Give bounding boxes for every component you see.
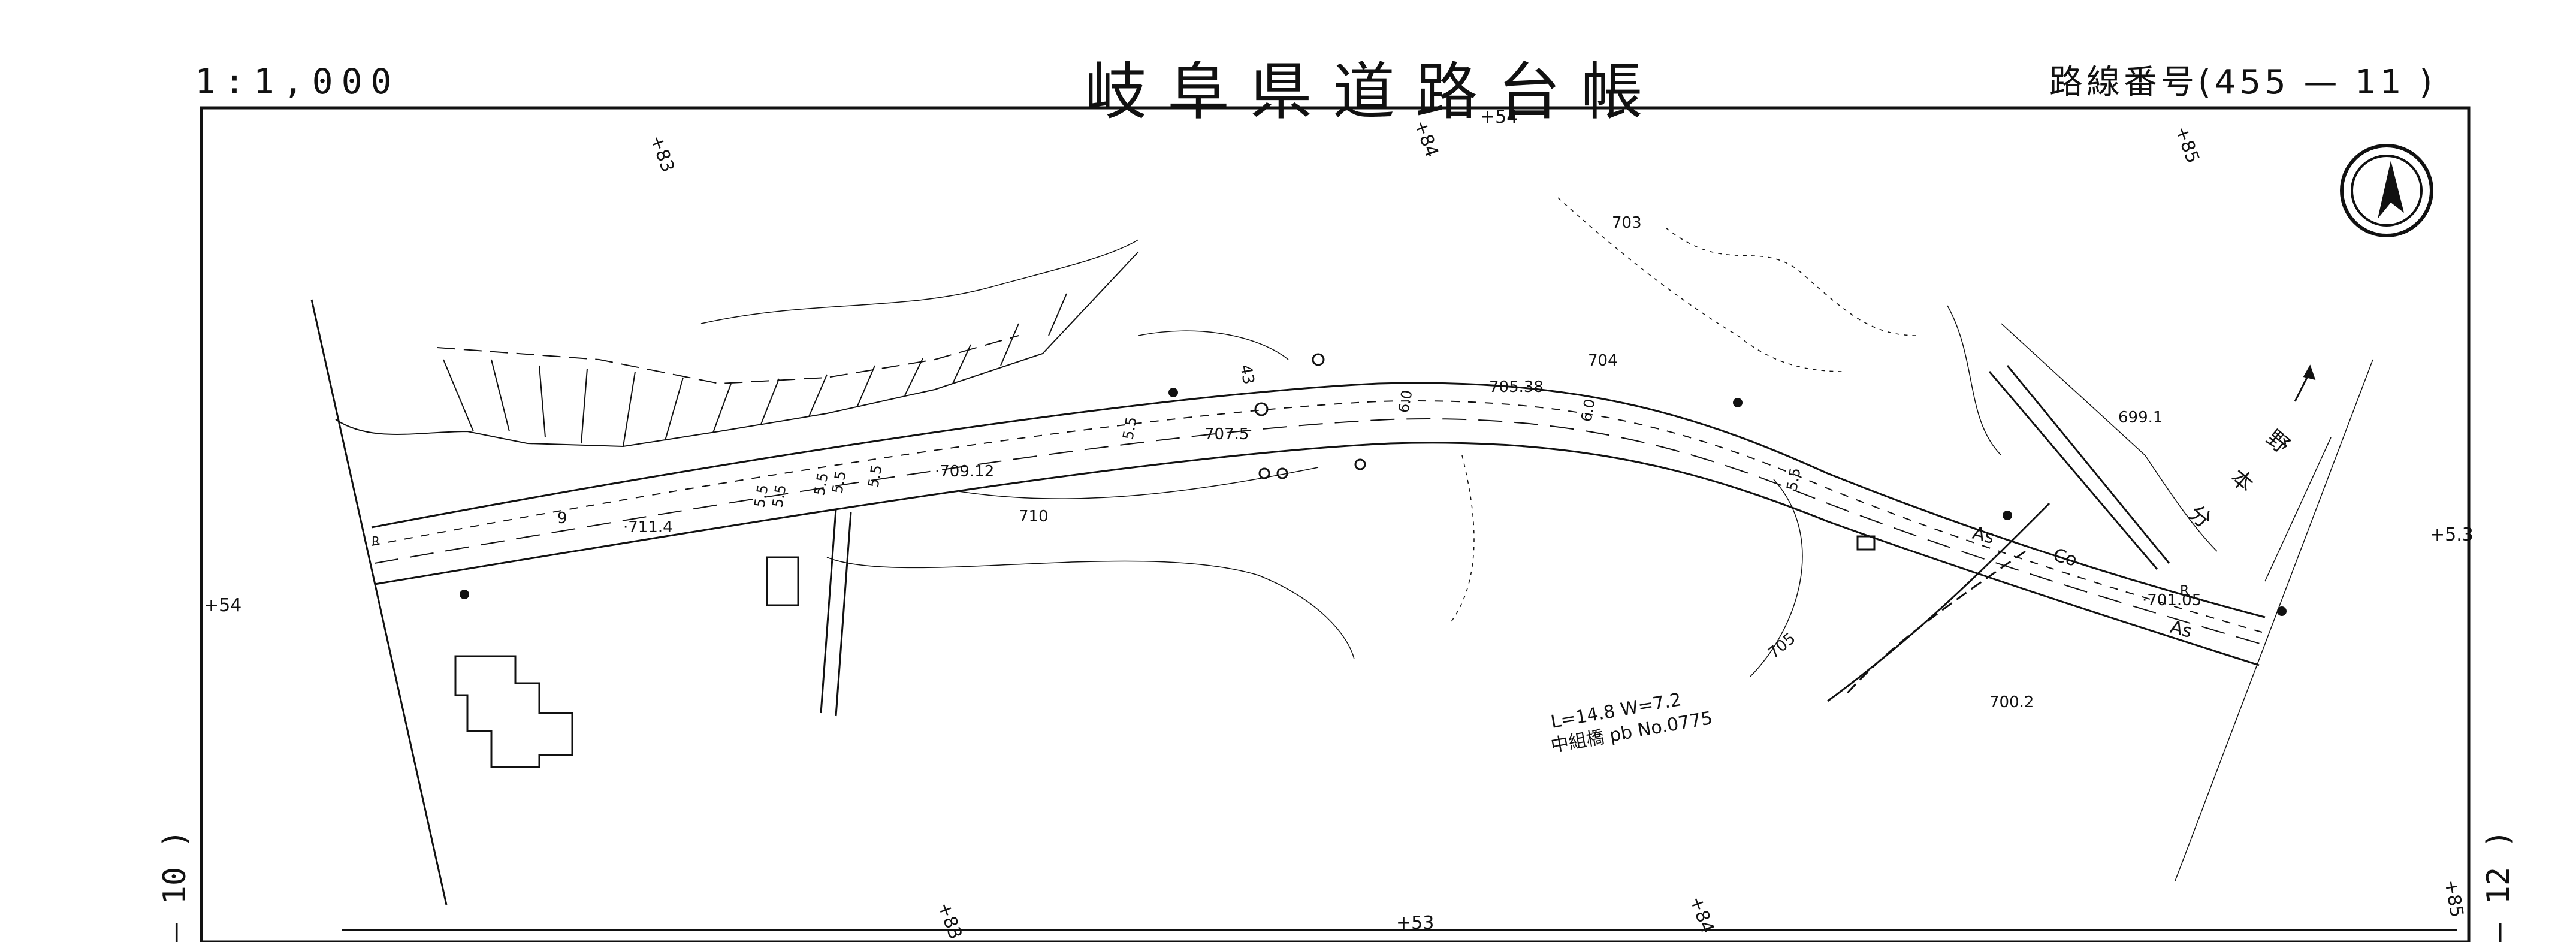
north-arrow-icon [2340,144,2433,237]
station-label: +54 [204,595,241,616]
elevation-label: 699.1 [2118,409,2163,427]
side-road [1827,365,2170,702]
dimension-label: 6.0 [1395,389,1415,414]
contour-lines [700,197,2373,881]
elevation-label: 705 [1765,629,1799,662]
dimension-label: 5.5 [865,464,885,489]
place-label: 分 [2184,500,2216,533]
dimension-label: 6.0 [1578,398,1598,423]
dimension-label: 5.5 [811,472,831,497]
elevation-label: 703 [1612,214,1642,232]
buildings [454,535,1876,768]
pavement-label: As [2168,617,2194,642]
dimension-label: 5.5 [769,484,789,509]
map-labels: +83 +84 +54 +85 +54 +5.3 +83 +53 +84 +85… [204,107,2474,942]
pavement-label: As [1970,523,1997,548]
map-scale: 1:1,000 [195,61,400,102]
station-label: +5.3 [2430,524,2474,545]
pavement-label: Co [2051,545,2079,571]
station-label: +83 [933,899,966,942]
elevation-label: ·701.05 [2142,591,2201,609]
elevation-label: 710 [1019,508,1049,526]
r-mark: R [372,534,380,548]
elevation-label: ·709.12 [935,463,994,481]
elevation-label: 700.2 [1989,693,2034,711]
side-street [310,299,852,905]
dimension-label: 9 [557,509,567,527]
dimension-label: 5.5 [751,484,771,509]
slope-hatching [335,251,1139,448]
dimension-label: 5.5 [829,470,849,495]
place-label: 野 [2261,425,2294,458]
side-label-right: — 12 ) [2481,829,2517,942]
station-label: +84 [1409,117,1442,160]
map-frame [200,106,2471,942]
side-label-left: — 10 ) [157,829,193,942]
elevation-label: 704 [1588,352,1618,370]
point-symbols [460,353,2287,616]
page-title: 岐阜県道路台帳 [1085,55,1664,128]
route-number: 路線番号(455 — 11 ) [2049,63,2436,102]
station-label: +54 [1480,107,1518,128]
place-label: 本 [2225,464,2258,497]
dimension-label: 43 [1236,363,1257,386]
dimension-label: 5.5 [1119,416,1140,441]
road-lines [371,382,2266,666]
dimension-label: 5.5 [1783,467,1804,492]
station-label: +85 [2170,123,2203,166]
elevation-label: 707.5 [1204,425,1249,443]
elevation-label: 705.38 [1489,378,1544,396]
station-label: +53 [1396,913,1434,934]
station-label: +85 [2440,878,2467,919]
r-mark: R [2180,584,2189,599]
elevation-label: ·711.4 [623,518,673,536]
direction-arrow-icon [2294,364,2316,402]
station-label: +83 [645,132,678,175]
